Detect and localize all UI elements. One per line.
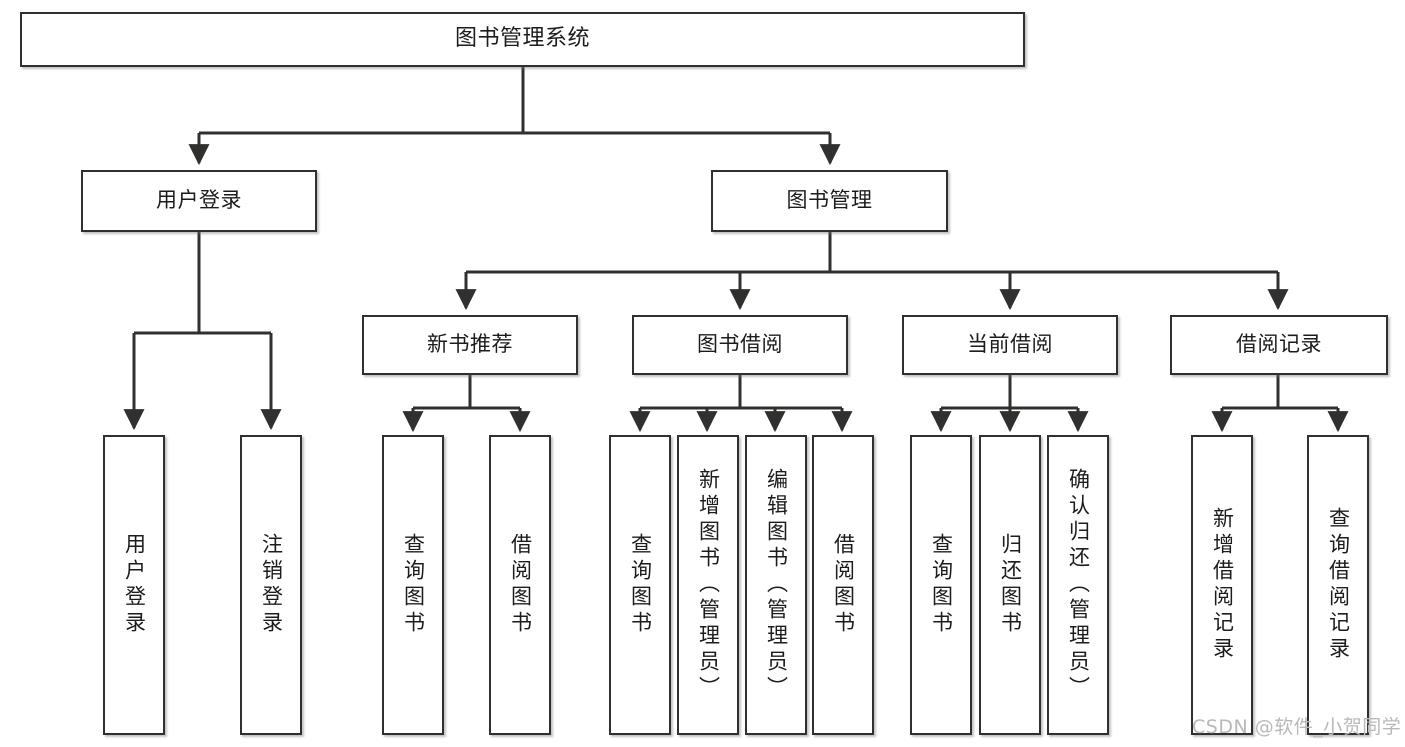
node-label: 图书管理 [786,188,873,213]
node-label: 查询图书 [401,533,426,637]
node-borrowing-record[interactable]: 借阅记录 [1170,315,1388,375]
leaf-add-borrow-record[interactable]: 新增借阅记录 [1191,435,1253,735]
node-label: 借阅图书 [831,533,856,637]
node-label: 编辑图书（管理员） [764,468,789,702]
node-root-book-management-system[interactable]: 图书管理系统 [20,12,1025,67]
leaf-query-borrow-record[interactable]: 查询借阅记录 [1307,435,1369,735]
node-label: 查询图书 [929,533,954,637]
leaf-return-book[interactable]: 归还图书 [979,435,1041,735]
leaf-borrow-book-newbook[interactable]: 借阅图书 [489,435,551,735]
node-label: 注销登录 [259,533,284,637]
node-label: 归还图书 [998,533,1023,637]
leaf-query-book-current[interactable]: 查询图书 [910,435,972,735]
node-label: 查询借阅记录 [1326,507,1351,663]
node-label: 新增图书（管理员） [696,468,721,702]
node-label: 用户登录 [156,188,242,213]
csdn-watermark: CSDN @软件_小贺同学 [1192,716,1402,738]
node-label: 新书推荐 [427,332,513,357]
node-label: 借阅图书 [508,533,533,637]
leaf-add-book-admin[interactable]: 新增图书（管理员） [677,435,739,735]
node-label: 用户登录 [122,533,147,637]
leaf-edit-book-admin[interactable]: 编辑图书（管理员） [745,435,807,735]
node-label: 图书管理系统 [454,26,590,52]
leaf-confirm-return-admin[interactable]: 确认归还（管理员） [1047,435,1109,735]
node-label: 当前借阅 [967,332,1053,357]
leaf-borrow-book[interactable]: 借阅图书 [812,435,874,735]
node-user-login[interactable]: 用户登录 [81,170,317,232]
node-label: 确认归还（管理员） [1066,468,1091,702]
node-label: 借阅记录 [1236,332,1322,357]
node-book-management[interactable]: 图书管理 [711,170,948,232]
node-book-borrowing[interactable]: 图书借阅 [632,315,848,375]
node-label: 图书借阅 [697,332,783,357]
node-label: 新增借阅记录 [1210,507,1235,663]
leaf-query-book-newbook[interactable]: 查询图书 [382,435,444,735]
node-new-book-recommendation[interactable]: 新书推荐 [362,315,578,375]
leaf-query-book-borrow[interactable]: 查询图书 [609,435,671,735]
node-current-borrowing[interactable]: 当前借阅 [902,315,1118,375]
leaf-logout[interactable]: 注销登录 [240,435,302,735]
leaf-user-login[interactable]: 用户登录 [103,435,165,735]
node-label: 查询图书 [628,533,653,637]
